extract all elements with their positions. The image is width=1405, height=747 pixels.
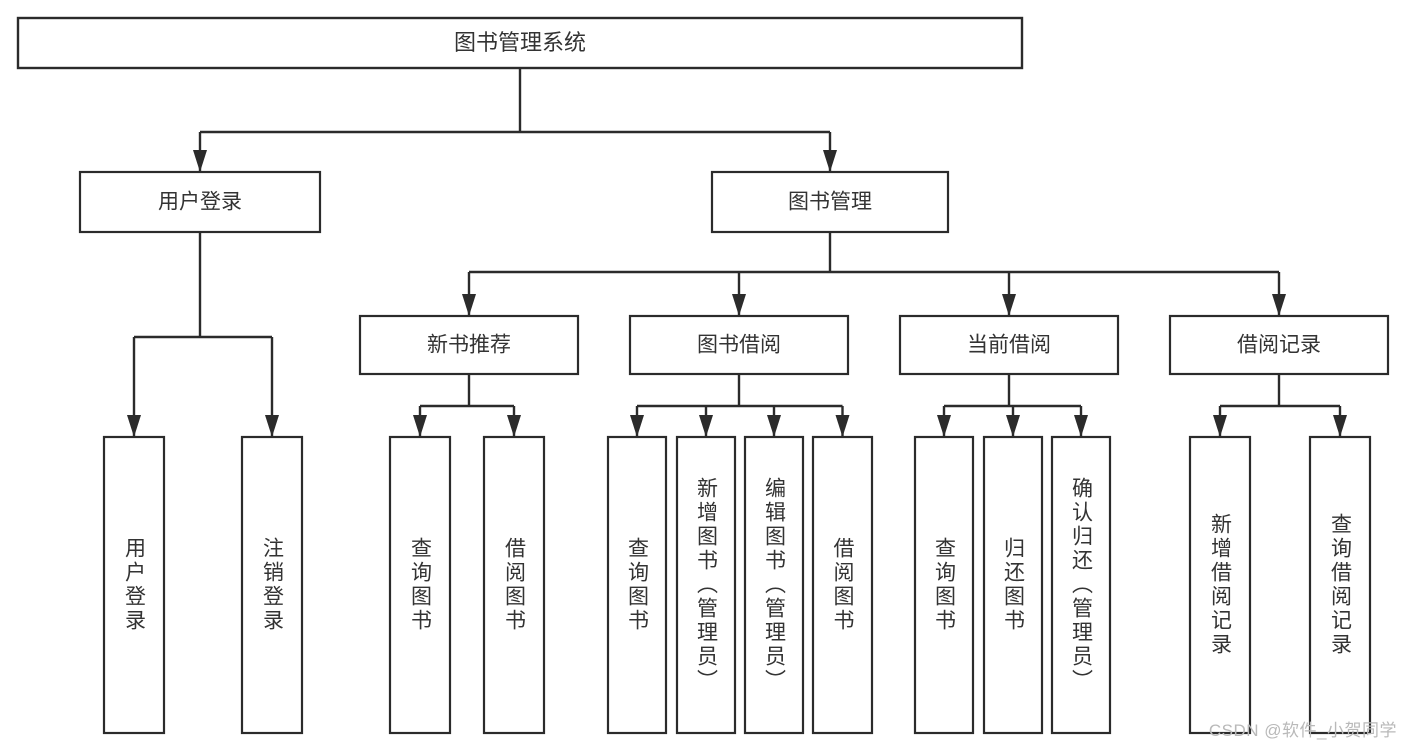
arrow-head-icon (265, 415, 279, 437)
arrow-head-icon (127, 415, 141, 437)
arrow-head-icon (413, 415, 427, 437)
arrow-head-icon (193, 150, 207, 172)
node-box-user-login[interactable] (78, 170, 322, 234)
node-box-return-book[interactable] (982, 435, 1044, 735)
arrow-head-icon (767, 415, 781, 437)
node-box-query-book-1[interactable] (388, 435, 452, 735)
node-label-new-book-recommend: 新书推荐 (427, 334, 511, 357)
node-label-borrow-record: 借阅记录 (1237, 334, 1321, 357)
node-box-user-logout-leaf[interactable] (240, 435, 304, 735)
arrow-head-icon (1213, 415, 1227, 437)
node-box-borrow-record[interactable] (1168, 314, 1390, 376)
node-box-add-book[interactable] (675, 435, 737, 735)
connector-layer (127, 68, 1347, 437)
arrow-head-icon (1002, 294, 1016, 316)
arrow-head-icon (507, 415, 521, 437)
node-box-borrow-book-1[interactable] (482, 435, 546, 735)
arrow-head-icon (1074, 415, 1088, 437)
node-box-book-borrow[interactable] (628, 314, 850, 376)
arrow-head-icon (1006, 415, 1020, 437)
arrow-head-icon (835, 415, 850, 437)
arrow-head-icon (630, 415, 644, 437)
box-layer (16, 16, 1390, 735)
node-box-confirm-return[interactable] (1050, 435, 1112, 735)
node-label-book-manage: 图书管理 (788, 191, 872, 214)
node-box-root[interactable] (16, 16, 1024, 70)
node-box-edit-book[interactable] (743, 435, 805, 735)
node-label-book-borrow: 图书借阅 (697, 334, 781, 357)
csdn-watermark: CSDN @软件_小贺同学 (1208, 721, 1397, 740)
node-label-current-borrow: 当前借阅 (967, 334, 1051, 357)
arrow-head-icon (462, 294, 476, 316)
node-box-borrow-book-2[interactable] (811, 435, 874, 735)
arrow-head-icon (1333, 415, 1347, 437)
node-box-query-book-3[interactable] (913, 435, 975, 735)
arrow-head-icon (699, 415, 713, 437)
arrow-head-icon (823, 150, 837, 172)
arrow-head-icon (937, 415, 951, 437)
node-box-query-book-2[interactable] (606, 435, 668, 735)
node-label-user-login: 用户登录 (158, 191, 242, 214)
node-box-user-login-leaf[interactable] (102, 435, 166, 735)
node-label-root: 图书管理系统 (454, 30, 586, 55)
node-box-new-book-recommend[interactable] (358, 314, 580, 376)
node-box-current-borrow[interactable] (898, 314, 1120, 376)
node-box-add-borrow-record[interactable] (1188, 435, 1252, 735)
arrow-head-icon (732, 294, 746, 316)
arrow-head-icon (1272, 294, 1286, 316)
node-box-query-borrow-record[interactable] (1308, 435, 1372, 735)
node-box-book-manage[interactable] (710, 170, 950, 234)
